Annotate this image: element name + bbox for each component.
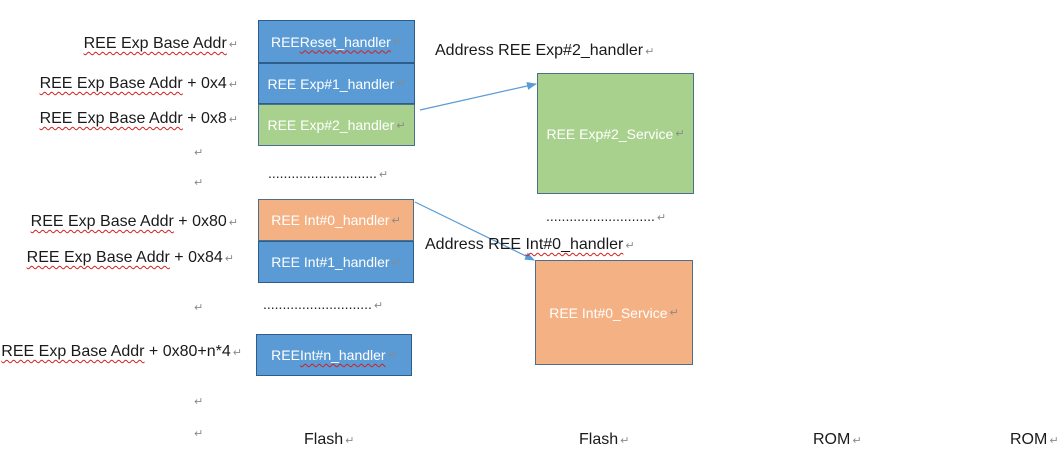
service-header-int0: Address REE Int#0_handler↵ bbox=[425, 236, 635, 253]
footer-label-flash: Flash↵ bbox=[304, 431, 355, 448]
return-mark: ↵ bbox=[194, 396, 204, 408]
vector-entry-exp2-handler: REE Exp#2_handler↵ bbox=[258, 104, 415, 146]
return-mark: ↵ bbox=[194, 302, 204, 314]
return-mark: ↵ bbox=[194, 177, 204, 189]
address-label: REE Exp Base Addr + 0x8↵ bbox=[39, 110, 238, 127]
vector-entry-int1-handler: REE Int#1_handler↵ bbox=[258, 241, 414, 283]
return-mark: ↵ bbox=[194, 428, 204, 440]
vector-table-ellipsis: ............................↵ bbox=[263, 296, 384, 312]
footer-label-rom: ROM↵ bbox=[813, 431, 862, 448]
vector-entry-exp1-handler: REE Exp#1_handler↵ bbox=[258, 63, 415, 104]
address-label: REE Exp Base Addr + 0x80↵ bbox=[30, 213, 238, 230]
return-mark: ↵ bbox=[194, 147, 204, 159]
footer-label-rom: ROM↵ bbox=[1010, 431, 1059, 448]
service-header-exp2: Address REE Exp#2_handler↵ bbox=[435, 42, 655, 59]
service-box-exp2: REE Exp#2_Service↵ bbox=[537, 73, 694, 194]
address-label: REE Exp Base Addr + 0x84↵ bbox=[26, 249, 234, 266]
arrow-exp2-to-service bbox=[419, 82, 537, 111]
service-ellipsis: ............................↵ bbox=[546, 208, 667, 224]
vector-entry-intn-handler: REE Int#n_handler↵ bbox=[256, 334, 412, 376]
arrow-int0-to-service bbox=[414, 201, 535, 261]
address-label: REE Exp Base Addr + 0x4↵ bbox=[39, 75, 238, 92]
footer-label-flash: Flash↵ bbox=[579, 431, 630, 448]
address-label: REE Exp Base Addr + 0x80+n*4↵ bbox=[1, 343, 242, 360]
address-label: REE Exp Base Addr↵ bbox=[83, 35, 238, 52]
vector-entry-reset-handler: REE Reset_handler↵ bbox=[258, 20, 415, 63]
vector-entry-int0-handler: REE Int#0_handler↵ bbox=[258, 199, 414, 241]
vector-table-ellipsis: ............................↵ bbox=[268, 165, 389, 181]
service-box-int0: REE Int#0_Service↵ bbox=[535, 260, 693, 365]
